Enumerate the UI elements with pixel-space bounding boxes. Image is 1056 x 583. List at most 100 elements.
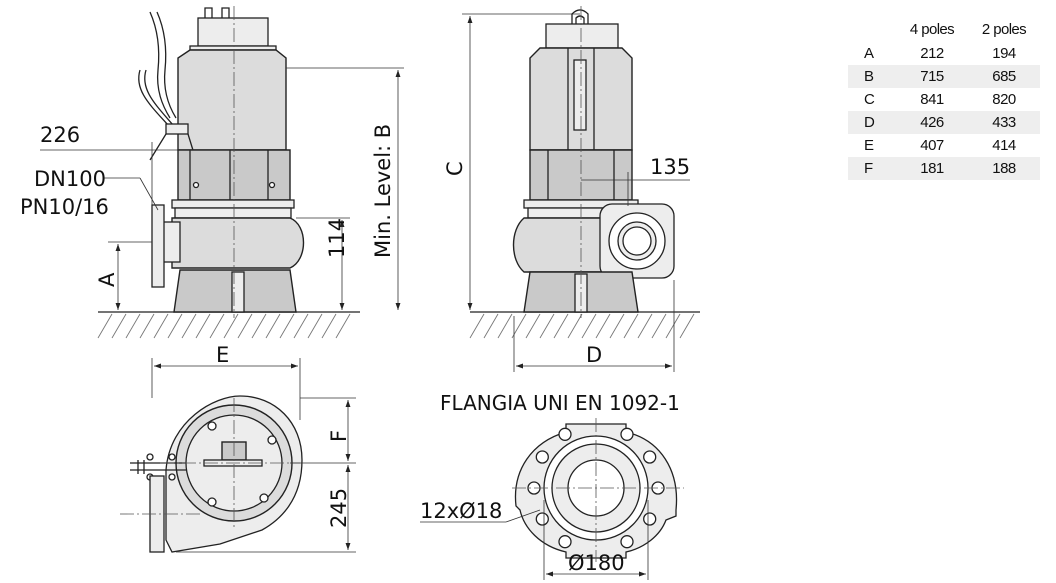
hatch-line (167, 313, 183, 339)
hatch-line (223, 313, 239, 339)
table-header-2-poles: 2 poles (981, 20, 1027, 38)
hatch-line (209, 313, 225, 339)
row-value-4-poles: 715 (896, 65, 968, 88)
side-offset-label: 135 (650, 155, 690, 179)
row-value-2-poles: 820 (992, 91, 1016, 108)
front-view: 226 DN100 PN10/16 A 114 Min. Level: B (20, 6, 404, 339)
outlet-flange (151, 204, 165, 288)
hatch-line (279, 313, 295, 339)
row-value-2-poles: 433 (968, 111, 1040, 134)
bolt-hole (620, 427, 634, 441)
pump-volute (171, 217, 305, 269)
hatch-line (651, 313, 667, 339)
hatch-line (139, 313, 155, 339)
table-row: D 426 433 (848, 111, 1040, 134)
hatch-line (251, 313, 267, 339)
bolt-hole (620, 535, 634, 549)
bolt-hole (643, 512, 657, 526)
row-value-4-poles: 426 (896, 111, 968, 134)
dimensions-table: 4 poles 2 poles A 212 194 B 715 685 C 84… (848, 20, 1040, 180)
hatch-line (483, 313, 499, 339)
table-row: B 715 685 (848, 65, 1040, 88)
hatch-line (581, 313, 597, 339)
hatch-line (335, 313, 351, 339)
motor-housing (177, 49, 287, 151)
hatch-line (567, 313, 583, 339)
dim-a-label: A (95, 272, 119, 287)
motor-cap (197, 17, 269, 47)
hatch-line (539, 313, 555, 339)
hatch-line (623, 313, 639, 339)
table-row: F 181 188 (848, 157, 1040, 180)
plan-depth-label: 245 (327, 488, 351, 528)
hatch-line (679, 313, 695, 339)
outlet-dn-label: DN100 (34, 167, 106, 191)
hatch-line (293, 313, 309, 339)
hatch-line (195, 313, 211, 339)
outlet-pn-label: PN10/16 (20, 195, 109, 219)
table-header-key (848, 20, 896, 42)
power-cable (149, 11, 177, 119)
row-value-2-poles: 414 (992, 137, 1016, 154)
row-value-4-poles: 407 (920, 137, 944, 154)
hatch-line (265, 313, 281, 339)
bolt-hole (535, 450, 549, 464)
bolt-hole (558, 535, 572, 549)
hatch-line (497, 313, 513, 339)
ground-hatch-side (469, 313, 695, 339)
row-key: F (848, 157, 896, 180)
hatch-line (181, 313, 197, 339)
hatch-line (525, 313, 541, 339)
min-level-label: Min. Level: B (371, 124, 395, 258)
row-key: B (848, 65, 896, 88)
flange-height-label: 114 (325, 218, 349, 258)
hatch-line (153, 313, 169, 339)
table-header-row: 4 poles 2 poles (848, 20, 1040, 42)
ground-hatch-front (97, 313, 351, 339)
dim-d-label: D (586, 343, 602, 367)
hatch-line (97, 313, 113, 339)
row-value-4-poles: 212 (920, 45, 944, 62)
dim-c-label: C (443, 161, 467, 176)
hatch-line (237, 313, 253, 339)
flange-detail: FLANGIA UNI EN 1092-1 12xØ18 Ø180 (420, 391, 684, 580)
outlet-offset-label: 226 (40, 123, 80, 147)
hatch-line (637, 313, 653, 339)
row-value-2-poles: 188 (968, 157, 1040, 180)
row-key: A (864, 45, 874, 62)
row-value-4-poles: 841 (920, 91, 944, 108)
table-row: A 212 194 (848, 42, 1040, 65)
hatch-line (321, 313, 337, 339)
hatch-line (307, 313, 323, 339)
hatch-line (111, 313, 127, 339)
plan-view: E F 245 (120, 343, 356, 553)
side-outlet-flange (599, 203, 675, 279)
row-key: C (864, 91, 875, 108)
row-value-2-poles: 194 (992, 45, 1016, 62)
table-header-4-poles: 4 poles (909, 20, 955, 38)
table-row: E 407 414 (848, 134, 1040, 157)
hatch-line (665, 313, 681, 339)
row-value-4-poles: 181 (896, 157, 968, 180)
bolt-hole (558, 427, 572, 441)
hatch-line (469, 313, 485, 339)
dim-f-label: F (327, 430, 351, 442)
row-key: D (848, 111, 896, 134)
hatch-line (553, 313, 569, 339)
bolt-hole (643, 450, 657, 464)
bolt-holes-label: 12xØ18 (420, 499, 502, 523)
outlet-pipe (161, 221, 181, 263)
row-key: E (864, 137, 874, 154)
bolt-circle-label: Ø180 (568, 551, 625, 575)
table-row: C 841 820 (848, 88, 1040, 111)
hatch-line (609, 313, 625, 339)
hatch-line (125, 313, 141, 339)
side-view: C 135 D (443, 6, 700, 372)
flange-title: FLANGIA UNI EN 1092-1 (440, 391, 680, 415)
row-value-2-poles: 685 (968, 65, 1040, 88)
lifting-handle (571, 9, 589, 28)
hatch-line (595, 313, 611, 339)
dim-e-label: E (216, 343, 229, 367)
bolt-hole (535, 512, 549, 526)
